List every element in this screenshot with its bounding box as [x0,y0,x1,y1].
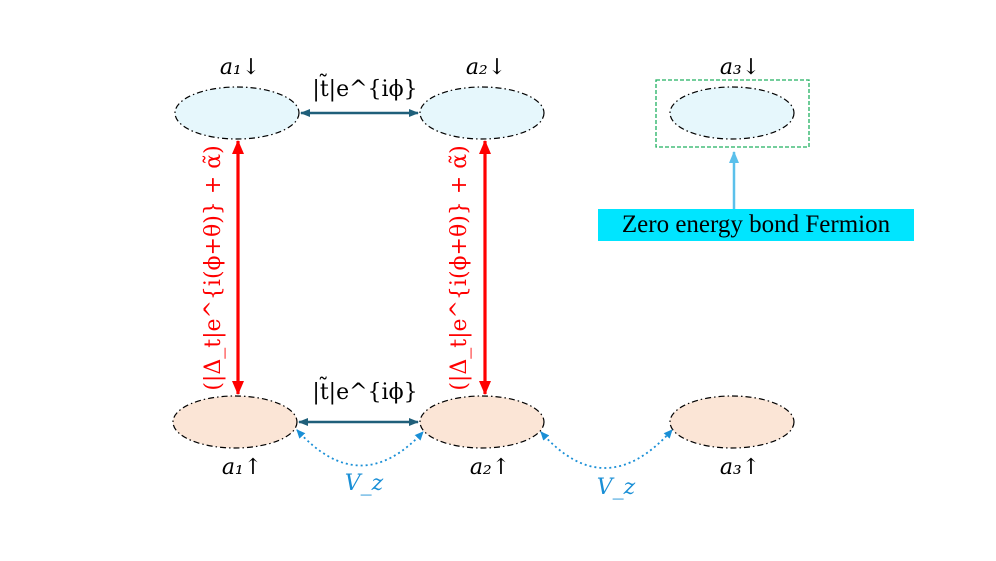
zeeman-label-right: V_z [597,475,636,500]
zeeman-arrow-left [296,429,424,467]
hopping-label-bottom: |t̃|e^{iϕ} [312,375,417,405]
node-a3-up [669,395,795,449]
node-a3-down [669,86,795,140]
label-a3-up: a₃↑ [720,455,760,480]
zeeman-label-left: V_z [345,471,384,496]
label-a2-up: a₂↑ [470,455,510,480]
pairing-label-right: (|Δ_t|e^{i(ϕ+θ)} + α̃) [447,145,472,390]
pairing-label-left: (|Δ_t|e^{i(ϕ+θ)} + α̃) [201,145,226,390]
label-a1-down: a₁↓ [220,55,260,80]
label-a3-down: a₃↓ [720,55,760,80]
hopping-label-top: |t̃|e^{iϕ} [312,72,417,102]
zero-mode-frame [655,79,810,148]
zeeman-arrow-right [540,429,673,469]
node-a1-up [172,395,298,449]
node-a2-up [419,395,545,449]
zero-energy-callout: Zero energy bond Fermion [598,209,914,241]
node-a1-down [174,86,300,140]
node-a2-down [419,86,545,140]
label-a1-up: a₁↑ [222,455,262,480]
label-a2-down: a₂↓ [466,55,506,80]
